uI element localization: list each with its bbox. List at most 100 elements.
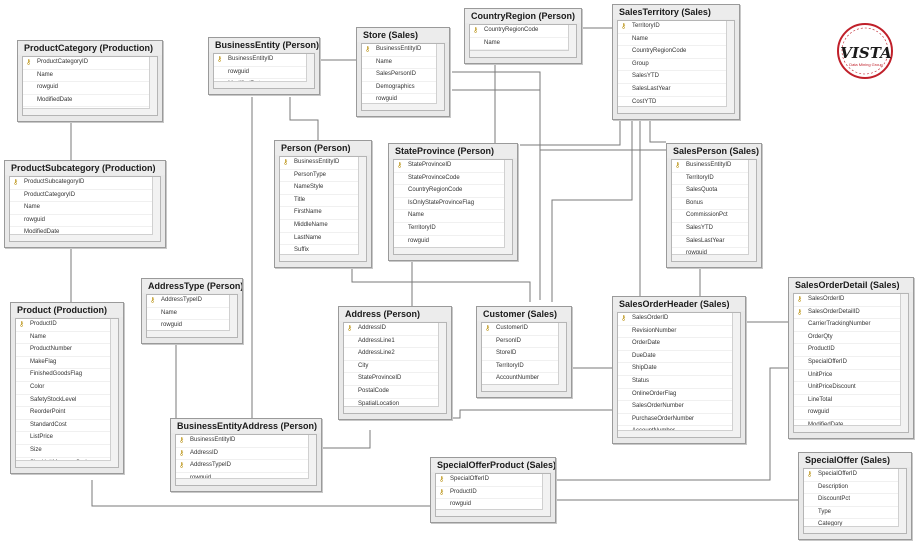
column-row[interactable]: ⚷BusinessEntityID — [214, 54, 314, 67]
column-row[interactable]: SalesLastYear — [618, 84, 734, 97]
column-row[interactable]: OrderQty — [794, 332, 908, 345]
column-row[interactable]: ⚷SalesOrderID — [618, 313, 740, 326]
table-special-offer-product[interactable]: SpecialOfferProduct (Sales) ⚷SpecialOffer… — [430, 457, 556, 523]
column-row[interactable]: Name — [23, 70, 157, 83]
vertical-scrollbar[interactable] — [308, 435, 316, 485]
table-title[interactable]: SpecialOffer (Sales) — [799, 453, 911, 467]
horizontal-scrollbar[interactable] — [280, 254, 359, 261]
horizontal-scrollbar[interactable] — [618, 106, 727, 113]
horizontal-scrollbar[interactable] — [436, 509, 543, 516]
column-row[interactable]: Type — [804, 507, 906, 520]
column-row[interactable]: ⚷ProductID — [16, 319, 118, 332]
column-row[interactable]: ⚷SpecialOfferID — [436, 474, 550, 487]
column-row[interactable]: rowguid — [794, 407, 908, 420]
column-row[interactable]: UnitPriceDiscount — [794, 382, 908, 395]
vertical-scrollbar[interactable] — [726, 21, 734, 113]
table-business-entity[interactable]: BusinessEntity (Person) ⚷BusinessEntityID… — [208, 37, 320, 95]
vertical-scrollbar[interactable] — [900, 294, 908, 432]
vertical-scrollbar[interactable] — [542, 474, 550, 516]
column-row[interactable]: ⚷AddressTypeID — [147, 295, 237, 308]
column-row[interactable]: OnlineOrderFlag — [618, 389, 740, 402]
horizontal-scrollbar[interactable] — [23, 108, 150, 115]
table-title[interactable]: SalesTerritory (Sales) — [613, 5, 739, 19]
vertical-scrollbar[interactable] — [438, 323, 446, 413]
vertical-scrollbar[interactable] — [748, 160, 756, 261]
column-row[interactable]: rowguid — [23, 82, 157, 95]
vertical-scrollbar[interactable] — [149, 57, 157, 115]
column-row[interactable]: OrderDate — [618, 338, 740, 351]
column-row[interactable]: LineTotal — [794, 395, 908, 408]
column-row[interactable]: SalesQuota — [672, 185, 756, 198]
column-row[interactable]: ⚷TerritoryID — [618, 21, 734, 34]
horizontal-scrollbar[interactable] — [214, 81, 307, 88]
column-row[interactable]: ⚷SalesOrderID — [794, 294, 908, 307]
column-row[interactable]: ProductID — [794, 344, 908, 357]
vertical-scrollbar[interactable] — [358, 157, 366, 261]
column-row[interactable]: ⚷BusinessEntityID — [176, 435, 316, 448]
column-row[interactable]: Name — [10, 202, 160, 215]
vertical-scrollbar[interactable] — [306, 54, 314, 88]
column-row[interactable]: CommissionPct — [672, 210, 756, 223]
table-title[interactable]: BusinessEntityAddress (Person) — [171, 419, 321, 433]
column-row[interactable]: ⚷ProductCategoryID — [23, 57, 157, 70]
vertical-scrollbar[interactable] — [568, 25, 576, 57]
column-row[interactable]: MiddleName — [280, 220, 366, 233]
column-row[interactable]: ⚷BusinessEntityID — [672, 160, 756, 173]
column-row[interactable]: ⚷SalesOrderDetailID — [794, 307, 908, 320]
table-country-region[interactable]: CountryRegion (Person)⚷CountryRegionCode… — [464, 8, 582, 64]
table-product-subcategory[interactable]: ProductSubcategory (Production) ⚷ProductS… — [4, 160, 166, 248]
column-row[interactable]: City — [344, 361, 446, 374]
column-row[interactable]: ⚷ProductSubcategoryID — [10, 177, 160, 190]
vertical-scrollbar[interactable] — [504, 160, 512, 254]
table-product-category[interactable]: ProductCategory (Production)⚷ProductCate… — [17, 40, 163, 122]
horizontal-scrollbar[interactable] — [176, 478, 309, 485]
table-title[interactable]: Product (Production) — [11, 303, 123, 317]
column-row[interactable]: ⚷BusinessEntityID — [280, 157, 366, 170]
table-title[interactable]: ProductSubcategory (Production) — [5, 161, 165, 175]
column-row[interactable]: CountryRegionCode — [394, 185, 512, 198]
horizontal-scrollbar[interactable] — [470, 50, 569, 57]
column-row[interactable]: Title — [280, 195, 366, 208]
horizontal-scrollbar[interactable] — [482, 384, 559, 391]
column-row[interactable]: RevisionNumber — [618, 326, 740, 339]
column-row[interactable]: Name — [362, 57, 444, 70]
column-row[interactable]: FirstName — [280, 207, 366, 220]
column-row[interactable]: SalesOrderNumber — [618, 401, 740, 414]
column-row[interactable]: ⚷AddressID — [176, 448, 316, 461]
column-row[interactable]: ReorderPoint — [16, 407, 118, 420]
column-row[interactable]: ListPrice — [16, 432, 118, 445]
column-row[interactable]: ⚷AddressTypeID — [176, 460, 316, 473]
vertical-scrollbar[interactable] — [732, 313, 740, 437]
table-title[interactable]: CountryRegion (Person) — [465, 9, 581, 23]
column-row[interactable]: SalesYTD — [618, 71, 734, 84]
column-row[interactable]: ProductNumber — [16, 344, 118, 357]
column-row[interactable]: FinishedGoodsFlag — [16, 369, 118, 382]
column-row[interactable]: SpecialOfferID — [794, 357, 908, 370]
column-row[interactable]: DiscountPct — [804, 494, 906, 507]
horizontal-scrollbar[interactable] — [16, 460, 111, 467]
column-row[interactable]: rowguid — [10, 215, 160, 228]
table-title[interactable]: SpecialOfferProduct (Sales) — [431, 458, 555, 472]
column-row[interactable]: StandardCost — [16, 420, 118, 433]
table-title[interactable]: BusinessEntity (Person) — [209, 38, 319, 52]
column-row[interactable]: PersonID — [482, 336, 566, 349]
column-row[interactable]: SafetyStockLevel — [16, 395, 118, 408]
column-row[interactable]: ShipDate — [618, 363, 740, 376]
column-row[interactable]: Status — [618, 376, 740, 389]
column-row[interactable]: PostalCode — [344, 386, 446, 399]
vertical-scrollbar[interactable] — [558, 323, 566, 391]
table-title[interactable]: Address (Person) — [339, 307, 451, 321]
column-row[interactable]: LastName — [280, 233, 366, 246]
column-row[interactable]: Name — [16, 332, 118, 345]
column-row[interactable]: Size — [16, 445, 118, 458]
table-title[interactable]: AddressType (Person) — [142, 279, 242, 293]
column-row[interactable]: TerritoryID — [672, 173, 756, 186]
horizontal-scrollbar[interactable] — [362, 103, 437, 110]
